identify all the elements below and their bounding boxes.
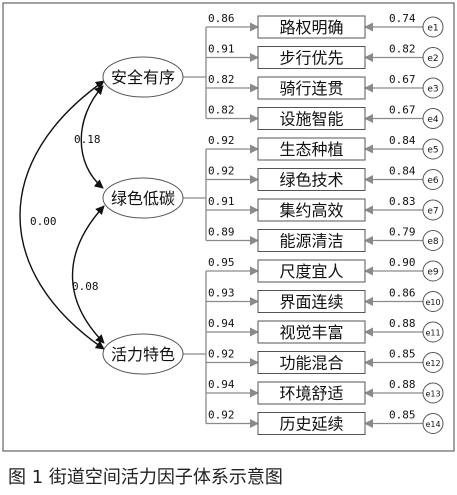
- factor-label: 安全有序: [111, 68, 175, 87]
- factor-ellipse: [102, 177, 184, 219]
- error-circle: [422, 138, 444, 160]
- loading-value: 0.94: [208, 317, 235, 330]
- error-value: 0.79: [389, 226, 416, 239]
- indicator-label: 绿色技术: [279, 171, 343, 190]
- indicator-label: 步行优先: [279, 49, 343, 68]
- error-circle: [422, 77, 444, 99]
- error-value: 0.67: [389, 104, 416, 117]
- error-circle: [422, 108, 444, 129]
- error-circle: [422, 352, 444, 373]
- error-value: 0.86: [389, 287, 416, 300]
- error-value: 0.88: [389, 317, 416, 330]
- correlation-arrow: [19, 80, 105, 350]
- error-value: 0.74: [389, 12, 416, 25]
- error-value: 0.84: [389, 134, 416, 147]
- error-value: 0.88: [389, 378, 416, 391]
- error-circle: [422, 413, 444, 434]
- indicator-box: [257, 381, 366, 405]
- correlation-arrow: [71, 205, 105, 344]
- indicator-label: 能源清洁: [279, 232, 343, 251]
- error-value: 0.84: [389, 165, 416, 178]
- figure-frame: [2, 2, 455, 452]
- indicator-box: [257, 168, 366, 191]
- indicator-box: [257, 46, 366, 69]
- loading-value: 0.92: [208, 348, 235, 361]
- correlation-value: 0.08: [72, 280, 99, 293]
- error-label: e8: [427, 237, 439, 247]
- error-circle: [422, 382, 444, 404]
- loading-value: 0.92: [208, 134, 235, 147]
- loading-value: 0.93: [208, 287, 235, 300]
- error-label: e12: [425, 359, 440, 368]
- error-circle: [422, 16, 444, 38]
- error-label: e6: [427, 176, 439, 186]
- error-value: 0.83: [389, 195, 416, 208]
- correlation-arrow: [80, 85, 104, 189]
- error-value: 0.82: [389, 43, 416, 56]
- error-circle: [422, 169, 444, 190]
- loading-value: 0.82: [208, 104, 235, 117]
- error-label: e1: [427, 24, 438, 34]
- error-circle: [422, 260, 444, 282]
- indicator-box: [257, 351, 366, 374]
- indicator-label: 界面连续: [279, 293, 343, 312]
- loading-value: 0.94: [208, 378, 235, 391]
- correlation-value: 0.00: [30, 215, 57, 228]
- loading-value: 0.95: [208, 256, 235, 269]
- indicator-box: [257, 15, 366, 39]
- indicator-label: 视觉丰富: [279, 323, 343, 342]
- error-value: 0.85: [389, 409, 416, 422]
- error-label: e9: [427, 268, 439, 278]
- indicator-label: 集约高效: [279, 201, 343, 220]
- error-circle: [422, 321, 444, 343]
- indicator-label: 生态种植: [279, 140, 343, 159]
- error-circle: [422, 230, 444, 251]
- figure-caption: 图 1 街道空间活力因子体系示意图: [8, 467, 283, 488]
- error-circle: [422, 47, 444, 68]
- error-label: e2: [427, 54, 438, 64]
- error-label: e4: [427, 115, 439, 125]
- indicator-box: [257, 259, 366, 283]
- indicator-box: [257, 137, 366, 161]
- error-label: e7: [427, 207, 438, 217]
- error-value: 0.67: [389, 73, 416, 86]
- indicator-label: 设施智能: [279, 110, 343, 129]
- indicator-box: [257, 107, 366, 130]
- loading-value: 0.82: [208, 73, 235, 86]
- error-circle: [422, 291, 444, 312]
- loading-value: 0.91: [208, 195, 235, 208]
- indicator-label: 环境舒适: [279, 384, 343, 403]
- factor-label: 活力特色: [111, 345, 175, 364]
- error-label: e14: [425, 420, 440, 429]
- indicator-label: 功能混合: [279, 354, 343, 373]
- indicator-label: 路权明确: [279, 18, 343, 37]
- indicator-label: 尺度宜人: [279, 262, 343, 281]
- error-label: e5: [427, 146, 438, 156]
- loading-value: 0.92: [208, 165, 235, 178]
- indicator-box: [257, 290, 366, 313]
- factor-ellipse: [102, 56, 184, 98]
- factor-label: 绿色低碳: [111, 189, 175, 208]
- indicator-box: [257, 229, 366, 252]
- error-circle: [422, 199, 444, 221]
- indicator-box: [257, 76, 366, 100]
- indicator-box: [257, 320, 366, 344]
- error-label: e13: [425, 390, 440, 399]
- error-value: 0.85: [389, 348, 416, 361]
- loading-value: 0.91: [208, 43, 235, 56]
- loading-value: 0.86: [208, 12, 235, 25]
- error-value: 0.90: [389, 256, 416, 269]
- indicator-box: [257, 198, 366, 222]
- factor-ellipse: [102, 333, 184, 375]
- error-label: e11: [425, 329, 440, 338]
- indicator-label: 历史延续: [279, 415, 343, 434]
- loading-value: 0.89: [208, 226, 235, 239]
- error-label: e10: [425, 298, 440, 307]
- indicator-box: [257, 412, 366, 435]
- correlation-value: 0.18: [74, 133, 101, 146]
- loading-value: 0.92: [208, 409, 235, 422]
- indicator-label: 骑行连贯: [279, 79, 343, 98]
- error-label: e3: [427, 85, 438, 95]
